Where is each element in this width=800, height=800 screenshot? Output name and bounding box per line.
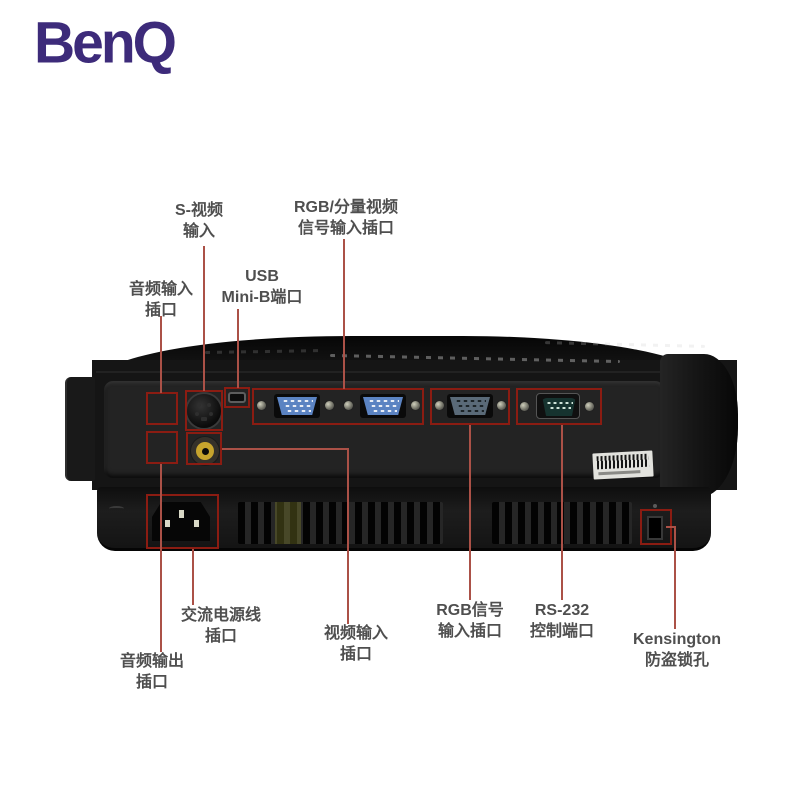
screw-post (497, 401, 506, 410)
box-audio-out (146, 431, 178, 464)
label-video-in: 视频输入 插口 (323, 625, 388, 663)
box-s-video (185, 390, 223, 431)
rca-hole (201, 447, 209, 455)
box-rgb-signal (430, 388, 510, 425)
kensington-dot (653, 504, 657, 508)
screw-post (257, 401, 266, 410)
leader-rs232 (561, 425, 563, 600)
label-rgb-signal: RGB信号 输入插口 (436, 602, 504, 640)
usb-mini-b-port-icon (228, 392, 246, 403)
composite-video-rca-icon (191, 437, 219, 465)
box-ac-power (146, 494, 219, 549)
leader-video-in-v (347, 448, 349, 624)
screw-post (325, 401, 334, 410)
box-usb (224, 387, 250, 408)
vga-input-port-2-icon (360, 394, 406, 418)
benq-logo: BenQ (34, 10, 177, 76)
leader-video-in-h (222, 448, 349, 450)
barcode-subtext (598, 470, 641, 476)
projector-right-corner (660, 354, 738, 498)
body-seam-line (96, 371, 706, 373)
box-rgb-component (252, 388, 424, 425)
barcode-stripes-icon (596, 453, 650, 470)
vent-grille-left (238, 502, 443, 544)
leader-kensington-h (666, 526, 676, 528)
rs232-db9-port-icon (536, 393, 580, 419)
leader-s-video (203, 246, 205, 391)
leader-audio-out (160, 464, 162, 652)
label-ac-power: 交流电源线 插口 (180, 607, 261, 645)
vga-input-port-1-icon (274, 394, 320, 418)
label-s-video: S-视频 输入 (174, 202, 223, 240)
screw-post (520, 402, 529, 411)
kensington-lock-slot-icon (647, 516, 663, 540)
label-rs232: RS-232 控制端口 (529, 602, 594, 640)
s-video-port-icon (187, 394, 221, 428)
leader-rgb-signal (469, 425, 471, 600)
label-rgb-component: RGB/分量视频 信号输入插口 (293, 199, 398, 237)
barcode-sticker (592, 450, 654, 480)
screw-post (344, 401, 353, 410)
label-audio-out: 音频输出 插口 (119, 653, 184, 691)
vent-grille-tint (275, 502, 301, 544)
leader-rgb-component (343, 239, 345, 389)
molded-tilde-mark (109, 506, 124, 511)
screw-post (585, 402, 594, 411)
vga-monitor-out-port-icon (447, 394, 493, 418)
box-video-in (186, 432, 222, 465)
label-kensington: Kensington 防盗锁孔 (633, 631, 721, 669)
leader-kensington-v (674, 526, 676, 629)
box-audio-in (146, 392, 178, 425)
leader-audio-in (160, 316, 162, 393)
screw-post (411, 401, 420, 410)
label-usb: USB Mini-B端口 (221, 268, 303, 306)
projector-left-fin (65, 377, 95, 481)
box-rs232 (516, 388, 602, 425)
leader-usb (237, 309, 239, 388)
label-audio-in: 音频输入 插口 (128, 281, 193, 319)
screw-post (435, 401, 444, 410)
leader-ac-power (192, 549, 194, 605)
